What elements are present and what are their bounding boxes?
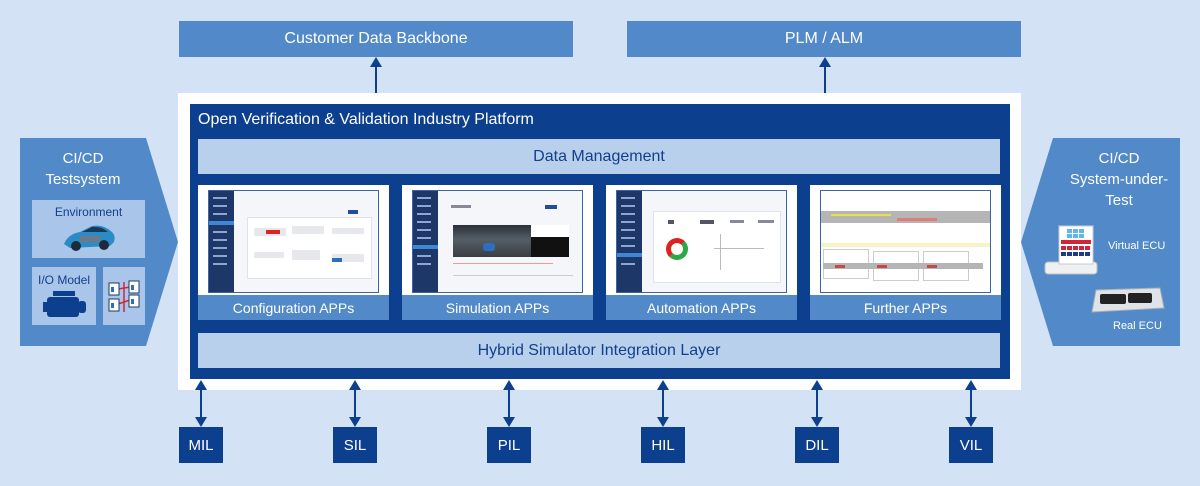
automation-app-screenshot <box>616 190 787 293</box>
vil-box: VIL <box>949 427 993 463</box>
double-arrow-icon <box>657 380 669 427</box>
double-arrow-icon <box>965 380 977 427</box>
testsystem-title: CI/CD Testsystem <box>20 148 146 190</box>
car-icon <box>64 225 115 251</box>
double-arrow-icon <box>503 380 515 427</box>
sut-title-line3: Test <box>1105 192 1133 209</box>
network-nodes-icon <box>108 280 140 312</box>
configuration-apps-label: Configuration APPs <box>198 295 389 320</box>
sut-title-line2: System-under- <box>1069 171 1169 188</box>
hybrid-simulator-integration-layer-bar: Hybrid Simulator Integration Layer <box>198 333 1000 368</box>
network-box <box>103 267 145 325</box>
mil-box: MIL <box>179 427 223 463</box>
virtual-ecu-label: Virtual ECU <box>1108 240 1166 252</box>
data-management-bar: Data Management <box>198 139 1000 174</box>
environment-label: Environment <box>54 205 123 219</box>
environment-box: Environment <box>32 200 145 258</box>
real-ecu-icon <box>1091 287 1165 313</box>
sut-title-line1: CI/CD <box>1098 150 1140 167</box>
system-under-test-title: CI/CD System-under- Test <box>1058 148 1180 211</box>
testsystem-title-line2: Testsystem <box>45 171 121 188</box>
sil-box: SIL <box>333 427 377 463</box>
simulation-apps-card[interactable]: Simulation APPs <box>402 185 593 320</box>
real-ecu-label: Real ECU <box>1113 320 1162 332</box>
engine-icon <box>43 291 86 317</box>
double-arrow-icon <box>811 380 823 427</box>
configuration-app-screenshot <box>208 190 379 293</box>
io-model-box: I/O Model <box>32 267 96 325</box>
platform-title: Open Verification & Validation Industry … <box>198 111 534 128</box>
virtual-ecu-icon <box>1044 225 1098 275</box>
hil-box: HIL <box>641 427 685 463</box>
plm-alm-box: PLM / ALM <box>627 21 1021 57</box>
testsystem-title-line1: CI/CD <box>62 150 104 167</box>
double-arrow-icon <box>195 380 207 427</box>
simulation-apps-label: Simulation APPs <box>402 295 593 320</box>
pil-box: PIL <box>487 427 531 463</box>
io-model-label: I/O Model <box>37 273 91 287</box>
automation-apps-card[interactable]: Automation APPs <box>606 185 797 320</box>
further-apps-card[interactable]: Further APPs <box>810 185 1001 320</box>
further-app-screenshot <box>820 190 991 293</box>
further-apps-label: Further APPs <box>810 295 1001 320</box>
configuration-apps-card[interactable]: Configuration APPs <box>198 185 389 320</box>
automation-apps-label: Automation APPs <box>606 295 797 320</box>
dil-box: DIL <box>795 427 839 463</box>
customer-data-backbone-box: Customer Data Backbone <box>179 21 573 57</box>
simulation-app-screenshot <box>412 190 583 293</box>
double-arrow-icon <box>349 380 361 427</box>
